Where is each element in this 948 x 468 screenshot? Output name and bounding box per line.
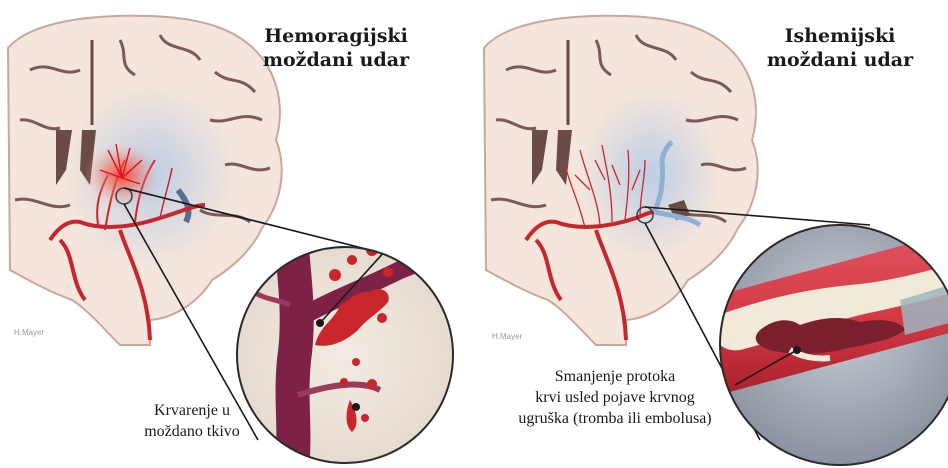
ischemic-title: Ishemijski moždani udar <box>740 24 940 72</box>
clot-label-line1: Smanjenje protoka <box>470 366 760 387</box>
clot-label-line3: ugruška (tromba ili embolusa) <box>470 408 760 429</box>
hemorrhage-label-line1: Krvarenje u <box>92 400 292 421</box>
hemorrhage-label: Krvarenje u moždano tkivo <box>92 400 292 442</box>
hemorrhage-label-line2: moždano tkivo <box>92 421 292 442</box>
hemorrhagic-title-line1: Hemoragijski <box>236 24 436 48</box>
right-brain <box>484 16 758 345</box>
illustrator-credit-right: H.Mayer <box>492 332 522 341</box>
hemorrhagic-title-line2: moždani udar <box>236 48 436 72</box>
hemorrhagic-title: Hemoragijski moždani udar <box>236 24 436 72</box>
clot-label: Smanjenje protoka krvi usled pojave krvn… <box>470 366 760 429</box>
ischemic-title-line2: moždani udar <box>740 48 940 72</box>
ischemic-title-line1: Ishemijski <box>740 24 940 48</box>
clot-label-line2: krvi usled pojave krvnog <box>470 387 760 408</box>
illustrator-credit-left: H.Mayer <box>14 328 44 337</box>
zoom-circle-clot <box>700 225 948 465</box>
